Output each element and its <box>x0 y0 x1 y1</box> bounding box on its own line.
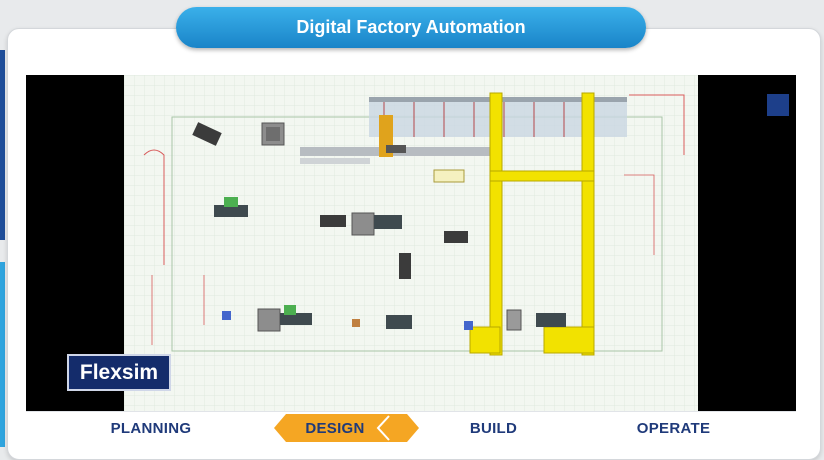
factory-layout-view <box>124 75 698 411</box>
page-title: Digital Factory Automation <box>296 17 526 37</box>
side-accent-dark <box>0 50 5 240</box>
phase-operate[interactable]: OPERATE <box>636 419 711 437</box>
video-player[interactable]: Flexsim <box>26 75 796 411</box>
phase-build[interactable]: BUILD <box>469 419 518 437</box>
phase-planning[interactable]: PLANNING <box>110 419 192 437</box>
flexsim-watermark: Flexsim <box>67 354 171 391</box>
factory-floor-plan <box>124 75 698 411</box>
side-accent-light <box>0 262 5 447</box>
phase-design[interactable]: DESIGN <box>305 419 365 437</box>
phase-navigation: PLANNING DESIGN BUILD OPERATE <box>26 411 796 446</box>
active-phase-chevron <box>274 414 419 442</box>
overlay-square <box>767 94 789 116</box>
title-banner: Digital Factory Automation <box>176 7 646 48</box>
